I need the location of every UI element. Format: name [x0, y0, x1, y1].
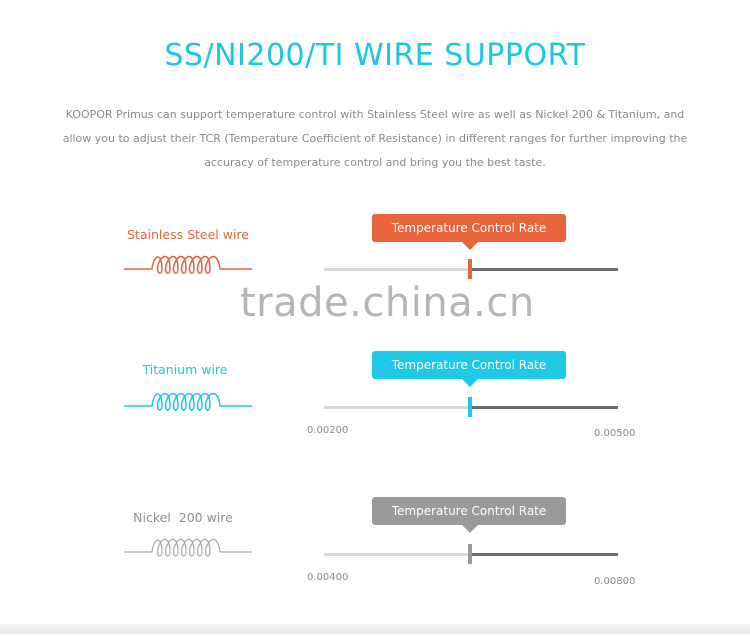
wire-label-stainless-steel: Stainless Steel wire — [127, 227, 249, 242]
tcr-range-min: 0.00200 — [307, 425, 349, 436]
tcr-bubble-label: Temperature Control Rate — [391, 504, 547, 518]
tcr-track-low — [324, 406, 470, 409]
tcr-track-high — [470, 268, 618, 271]
coil-icon — [124, 255, 252, 274]
tcr-slider-handle-nickel-200[interactable] — [468, 544, 472, 564]
tcr-track-high — [470, 553, 618, 556]
tcr-slider-handle-stainless-steel[interactable] — [468, 259, 472, 279]
page-title: SS/NI200/TI WIRE SUPPORT — [164, 38, 586, 73]
tcr-range-min: 0.00400 — [307, 572, 349, 583]
tcr-track-low — [324, 553, 470, 556]
watermark: trade.china.cn — [240, 280, 535, 326]
tcr-bubble-label: Temperature Control Rate — [391, 358, 547, 372]
wire-label-nickel-200: Nickel 200 wire — [133, 510, 233, 525]
tcr-bubble-stainless-steel: Temperature Control Rate — [372, 214, 566, 250]
coil-icon — [124, 538, 252, 557]
wire-label-titanium: Titanium wire — [142, 362, 228, 377]
tcr-bubble-label: Temperature Control Rate — [391, 221, 547, 235]
tcr-track-high — [470, 406, 618, 409]
tcr-bubble-titanium: Temperature Control Rate — [372, 351, 566, 387]
tcr-track-low — [324, 268, 470, 271]
page-description: KOOPOR Primus can support temperature co… — [62, 108, 688, 169]
tcr-range-max: 0.00800 — [594, 576, 636, 587]
tcr-slider-handle-titanium[interactable] — [468, 397, 472, 417]
coil-icon — [124, 392, 252, 411]
bottom-divider — [0, 624, 750, 634]
tcr-bubble-nickel-200: Temperature Control Rate — [372, 497, 566, 533]
tcr-range-max: 0.00500 — [594, 428, 636, 439]
